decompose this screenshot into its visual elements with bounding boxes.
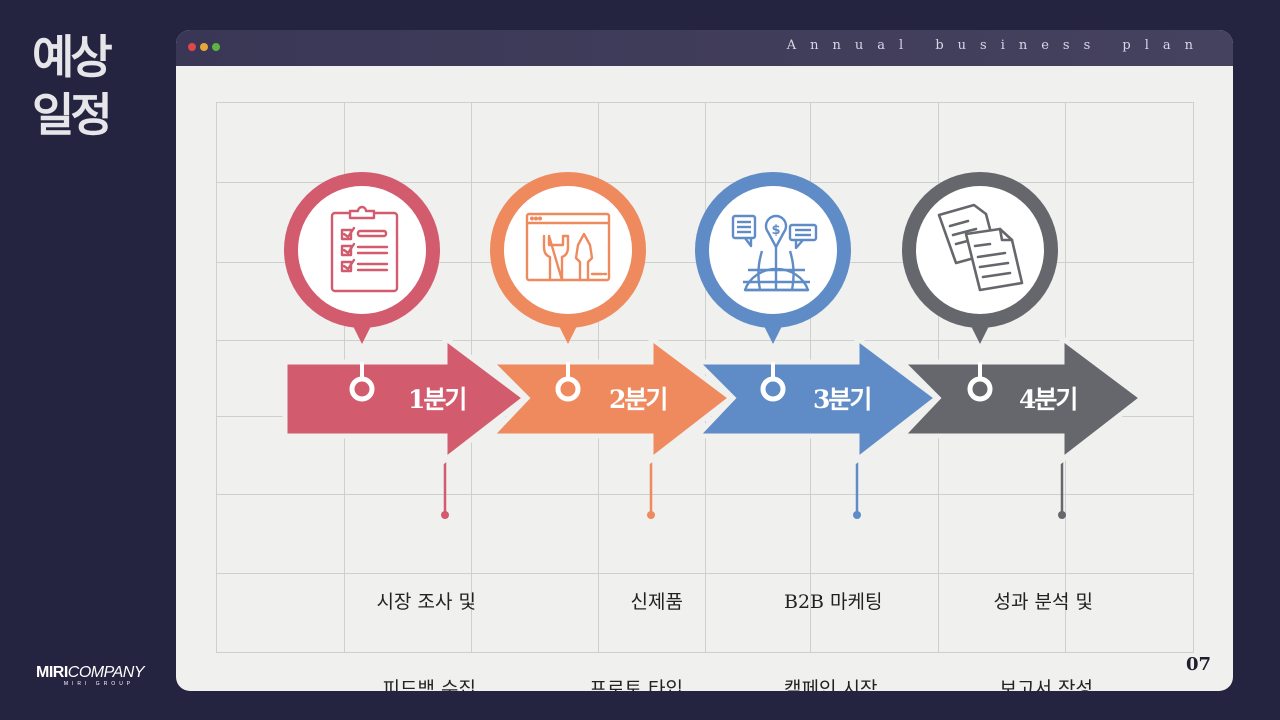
logo-brand-bold: MIRI [36,664,68,681]
stage-4-label: 4분기 [1019,385,1078,414]
page-number: 07 [1185,654,1211,675]
slide-window: Annual business plan [176,30,1233,691]
stage-3-description: B2B 마케팅 캠페인 시작 [784,591,883,691]
documents-report-icon [937,203,1024,292]
maximize-dot-icon[interactable] [212,43,220,51]
stage-3-label: 3분기 [813,385,872,414]
stage-4 [895,172,1147,519]
stage-4-description: 성과 분석 및 보고서 작성 [993,591,1093,691]
stage-2 [484,172,736,519]
section-title-line-1: 예상 [32,30,113,84]
stage-3: $ [690,172,942,519]
section-title-line-2: 일정 [32,88,113,142]
stage-2-label: 2분기 [609,385,668,414]
stage-2-description: 신제품 프로토 타입 개발 [589,591,683,691]
minimize-dot-icon[interactable] [200,43,208,51]
window-titlebar: Annual business plan [176,30,1233,66]
global-marketing-icon: $ [731,214,818,292]
stage-1-label: 1분기 [408,385,467,414]
window-title: Annual business plan [786,38,1207,53]
company-logo: MIRICOMPANY MIRI GROUP [36,664,145,687]
section-title: 예상 일정 [32,28,113,144]
stage-1-description: 시장 조사 및 피드백 수집 [376,591,476,691]
logo-brand: COMPANY [67,664,145,681]
clipboard-checklist-icon [330,205,399,293]
svg-text:$: $ [771,223,780,238]
stage-1 [282,172,530,519]
close-dot-icon[interactable] [188,43,196,51]
tools-window-icon [525,212,611,282]
timeline-diagram: $ [282,172,1147,519]
logo-subtitle: MIRI GROUP [63,681,135,687]
